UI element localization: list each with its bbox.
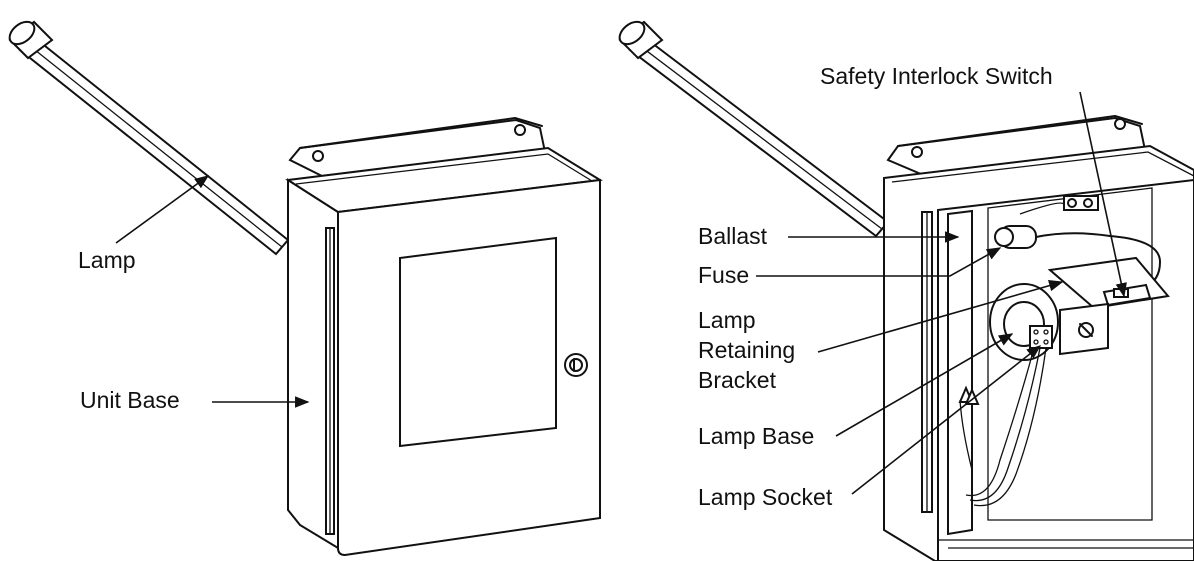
bracket-screw-icon <box>1078 322 1094 338</box>
ballast <box>947 209 973 536</box>
svg-text:Unit Base: Unit Base <box>80 387 180 413</box>
hinge-left <box>325 227 335 535</box>
svg-text:Retaining: Retaining <box>698 337 795 363</box>
lamp-socket <box>1029 325 1053 349</box>
wiring <box>958 347 1047 507</box>
closed-unit-drawing <box>8 20 603 557</box>
svg-text:Lamp Base: Lamp Base <box>698 423 814 449</box>
svg-text:Ballast: Ballast <box>698 223 768 249</box>
fuse-holder <box>994 225 1161 291</box>
label-lamp-base: Lamp Base <box>698 333 1014 449</box>
label-unit-base: Unit Base <box>80 387 310 413</box>
svg-text:Lamp: Lamp <box>698 307 756 333</box>
svg-text:Lamp Socket: Lamp Socket <box>698 484 833 510</box>
top-flange-right <box>886 115 1147 182</box>
lamp-tube-left <box>8 20 290 256</box>
svg-text:Lamp: Lamp <box>78 247 136 273</box>
label-fuse: Fuse <box>698 247 1002 288</box>
label-lamp-socket: Lamp Socket <box>698 345 1042 510</box>
terminal-block <box>1019 195 1099 215</box>
label-safety-interlock-switch: Safety Interlock Switch <box>820 63 1127 298</box>
lamp-tube-right <box>618 20 890 238</box>
svg-text:Safety Interlock Switch: Safety Interlock Switch <box>820 63 1053 89</box>
top-flange-left <box>288 117 547 186</box>
door-window <box>399 236 557 448</box>
door-latch-icon <box>564 353 588 377</box>
hinge-right <box>921 211 933 513</box>
label-lamp: Lamp <box>78 175 210 273</box>
svg-text:Fuse: Fuse <box>698 262 749 288</box>
label-lamp-retaining-bracket: Lamp Retaining Bracket <box>698 280 1064 393</box>
label-ballast: Ballast <box>698 223 960 249</box>
enclosure-interior <box>937 178 1194 561</box>
open-unit-drawing <box>618 20 1194 561</box>
svg-text:Bracket: Bracket <box>698 367 777 393</box>
